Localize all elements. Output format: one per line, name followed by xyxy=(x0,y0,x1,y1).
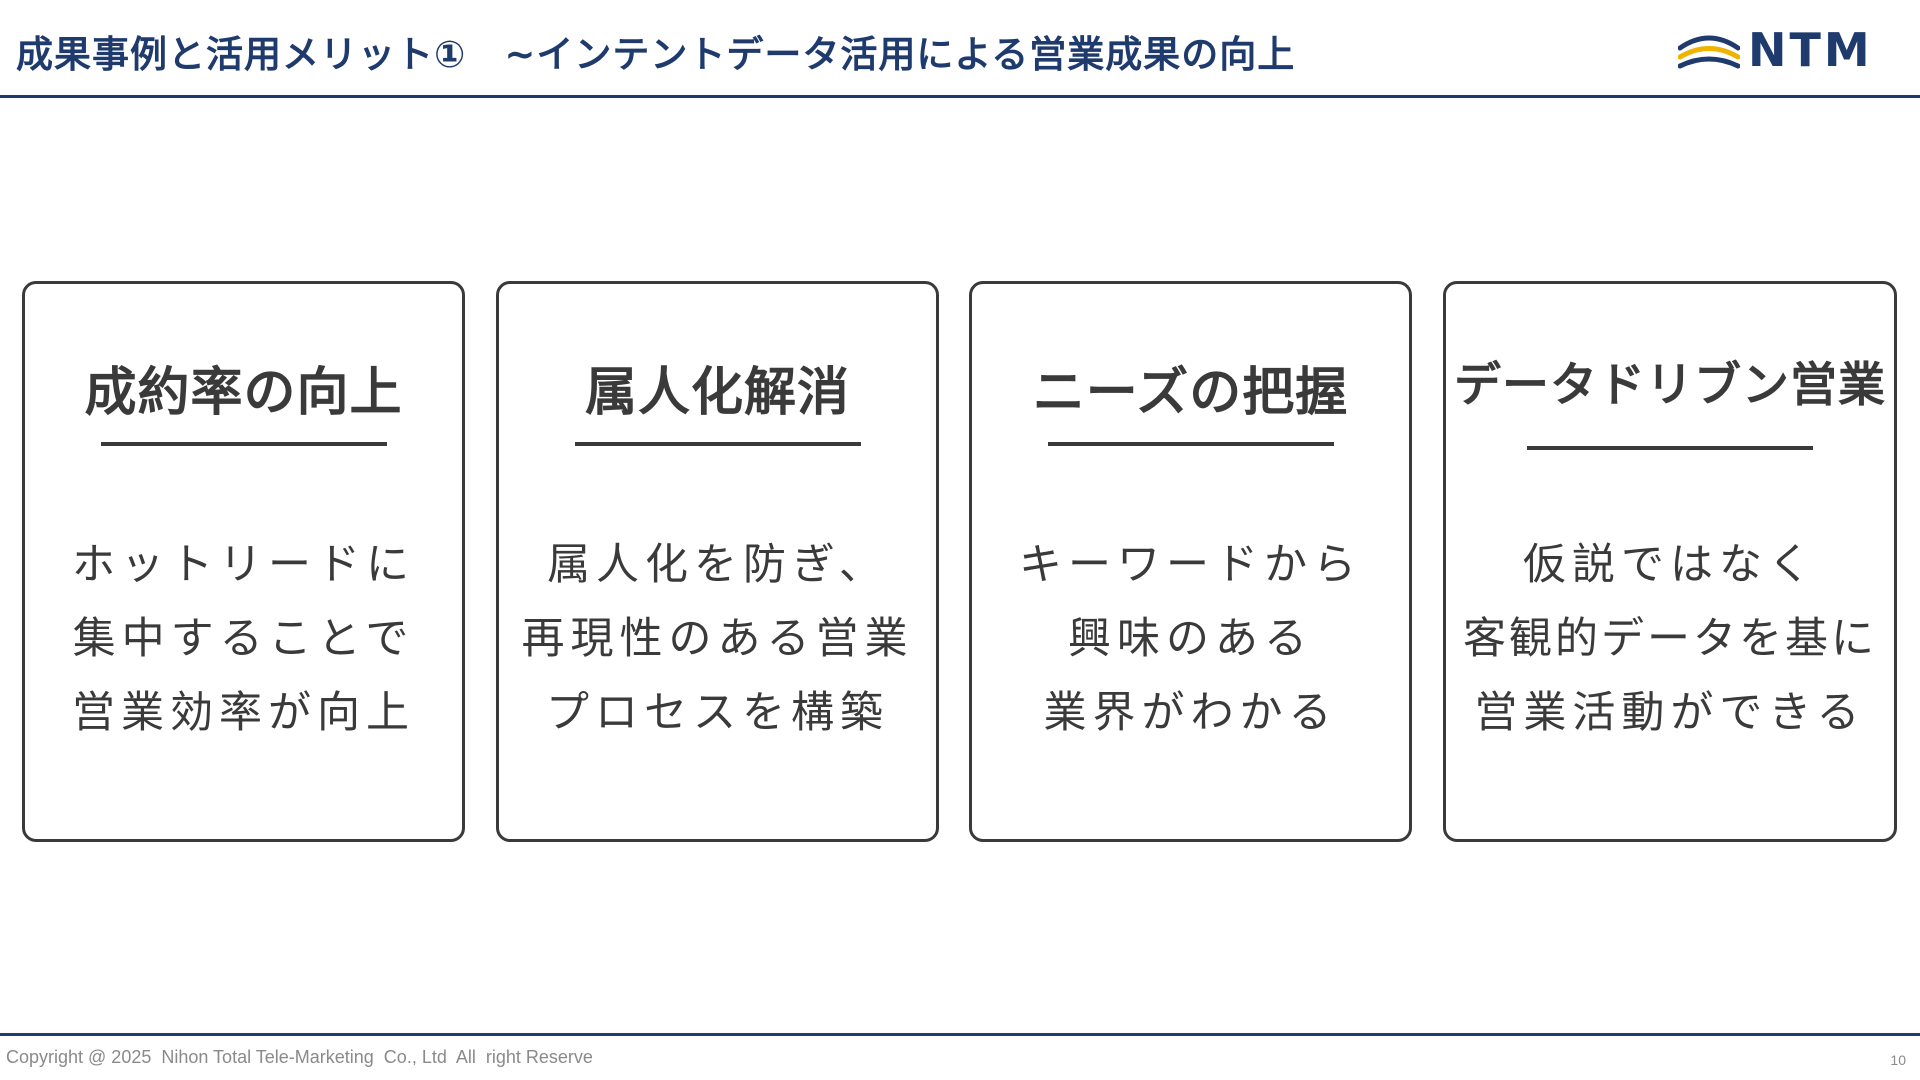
benefit-card: ニーズの把握 キーワードから 興味のある 業界がわかる xyxy=(969,281,1412,842)
card-line: 集中することで xyxy=(72,614,415,664)
card-line: キーワードから xyxy=(1019,540,1362,590)
card-line: 営業効率が向上 xyxy=(72,688,415,738)
card-body: キーワードから 興味のある 業界がわかる xyxy=(972,528,1409,750)
benefit-card: 成約率の向上 ホットリードに 集中することで 営業効率が向上 xyxy=(22,281,465,842)
card-line: プロセスを構築 xyxy=(546,688,889,738)
company-logo: NTM xyxy=(1678,24,1878,76)
card-title: 成約率の向上 xyxy=(84,363,403,423)
card-divider xyxy=(100,442,387,446)
card-line: 営業活動ができる xyxy=(1474,688,1866,738)
ntm-wave-logo-icon xyxy=(1678,35,1740,69)
card-line: 客観的データを基に xyxy=(1463,614,1877,664)
card-line: 興味のある xyxy=(1068,614,1313,664)
card-body: 属人化を防ぎ、 再現性のある営業 プロセスを構築 xyxy=(499,528,936,750)
copyright-text: Copyright @ 2025 Nihon Total Tele-Market… xyxy=(6,1047,593,1067)
card-divider xyxy=(574,442,861,446)
card-line: 再現性のある営業 xyxy=(521,614,914,664)
card-body: 仮説ではなく 客観的データを基に 営業活動ができる xyxy=(1446,528,1894,750)
benefit-card: 属人化解消 属人化を防ぎ、 再現性のある営業 プロセスを構築 xyxy=(496,281,939,842)
card-divider xyxy=(1527,446,1813,450)
card-line: 仮説ではなく xyxy=(1523,540,1817,590)
card-body: ホットリードに 集中することで 営業効率が向上 xyxy=(25,528,462,750)
logo-text: NTM xyxy=(1748,23,1873,77)
footer-divider xyxy=(0,1033,1920,1036)
card-title: ニーズの把握 xyxy=(1032,363,1349,423)
page-number: 10 xyxy=(1890,1052,1906,1068)
card-line: 業界がわかる xyxy=(1043,688,1338,738)
card-title: データドリブン営業 xyxy=(1454,358,1886,413)
card-divider xyxy=(1047,442,1334,446)
page-title: 成果事例と活用メリット① ~インテントデータ活用による営業成果の向上 xyxy=(16,33,1296,76)
benefit-card: データドリブン営業 仮説ではなく 客観的データを基に 営業活動ができる xyxy=(1443,281,1897,842)
header-divider xyxy=(0,95,1920,98)
card-line: ホットリードに xyxy=(72,540,415,590)
card-line: 属人化を防ぎ、 xyxy=(547,540,888,590)
slide-header: 成果事例と活用メリット① ~インテントデータ活用による営業成果の向上 NTM xyxy=(0,0,1920,98)
card-title: 属人化解消 xyxy=(584,363,850,423)
